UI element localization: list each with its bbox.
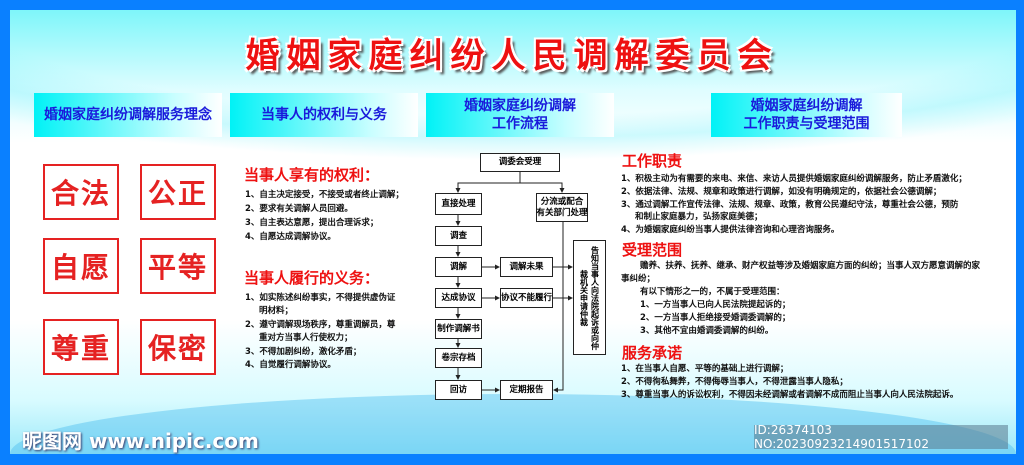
flow-document: 制作调解书 [435, 319, 482, 339]
scope-item: 赡养、扶养、抚养、继承、财产权益等涉及婚姻家庭方面的纠纷；当事人双方愿意调解的家 [640, 261, 981, 271]
flow-archive: 卷宗存档 [435, 348, 482, 368]
principle-box: 公正 [140, 164, 216, 220]
promise-item: 3、尊重当事人的诉讼权利，不得因未经调解或者调解不成而阻止当事人向人民法院起诉。 [621, 390, 959, 400]
duty-item: 3、通过调解工作宣传法律、法规、规章、政策，教育公民遵纪守法，尊重社会公德，预防 [621, 200, 959, 210]
header-workflow: 婚姻家庭纠纷调解 工作流程 [426, 93, 614, 137]
header-rights-duties: 当事人的权利与义务 [230, 93, 418, 137]
duties-title: 当事人履行的义务： [244, 269, 380, 287]
principle-box: 保密 [140, 319, 216, 375]
header-responsibilities: 婚姻家庭纠纷调解 工作职责与受理范围 [711, 93, 902, 137]
flow-investigate: 调查 [435, 226, 482, 246]
principle-box: 尊重 [43, 319, 119, 375]
promise-item: 2、不得徇私舞弊，不得侮辱当事人，不得泄露当事人隐私； [621, 377, 848, 387]
duty-item: 2、依据法律、法规、规章和政策进行调解，如没有明确规定的，依据社会公德调解； [621, 187, 942, 197]
header-service-concept: 婚姻家庭纠纷调解服务理念 [34, 93, 222, 137]
scope-title: 受理范围 [622, 241, 683, 259]
flow-revisit: 回访 [435, 380, 482, 400]
flow-accept: 调委会受理 [480, 153, 560, 172]
flow-notify: 告知当事人向法院起诉或向仲裁机关申请仲裁 [573, 240, 606, 355]
flow-report: 定期报告 [500, 380, 553, 400]
page-title: 婚姻家庭纠纷人民调解委员会 [245, 36, 779, 76]
principle-box: 平等 [140, 238, 216, 294]
duties-item: 4、自觉履行调解协议。 [245, 360, 336, 370]
duties-item: 1、如实陈述纠纷事实，不得提供虚伪证 [245, 293, 396, 303]
rights-item: 2、要求有关调解人员回避。 [245, 204, 353, 214]
scope-item: 事纠纷； [621, 274, 656, 284]
rights-item: 4、自愿达成调解协议。 [245, 232, 336, 242]
duty-item: 和制止家庭暴力，弘扬家庭美德； [635, 212, 763, 222]
scope-item: 2、一方当事人拒绝接受婚调委调解的； [640, 313, 791, 323]
duty-title: 工作职责 [622, 152, 683, 170]
principle-box: 合法 [43, 164, 119, 220]
duties-item: 3、不得加剧纠纷，激化矛盾； [245, 347, 362, 357]
flow-agree: 达成协议 [435, 288, 482, 308]
duty-item: 4、为婚姻家庭纠纷当事人提供法律咨询和心理咨询服务。 [621, 225, 840, 235]
duties-item: 明材料； [259, 306, 294, 316]
flow-mediate: 调解 [435, 257, 482, 277]
flow-fail: 调解未果 [500, 257, 553, 277]
scope-item: 有以下情形之一的，不属于受理范围： [640, 287, 785, 297]
flow-divert: 分流或配合 有关部门处理 [536, 193, 588, 222]
duty-item: 1、积极主动为有需要的来电、来信、来访人员提供婚姻家庭纠纷调解服务，防止矛盾激化… [621, 174, 967, 184]
rights-item: 3、自主表达意愿，提出合理诉求； [245, 218, 379, 228]
flow-direct: 直接处理 [435, 193, 482, 215]
image-id-label: ID:26374103 NO:20230923214901517102 [754, 423, 1008, 451]
promise-title: 服务承诺 [622, 344, 683, 362]
scope-item: 1、一方当事人已向人民法院提起诉的； [640, 300, 791, 310]
rights-item: 1、自主决定接受，不接受或者终止调解； [245, 190, 404, 200]
duties-item: 2、遵守调解现场秩序，尊重调解员，尊 [245, 320, 396, 330]
duties-item: 重对方当事人行使权力； [259, 333, 353, 343]
promise-item: 1、在当事人自愿、平等的基础上进行调解； [621, 364, 789, 374]
flow-breach: 协议不能履行 [500, 288, 553, 308]
watermark: 昵图网 www.nipic.com [22, 429, 259, 453]
rights-title: 当事人享有的权利： [244, 166, 380, 184]
principle-box: 自愿 [43, 238, 119, 294]
scope-item: 3、其他不宜由婚调委调解的纠纷。 [640, 326, 774, 336]
